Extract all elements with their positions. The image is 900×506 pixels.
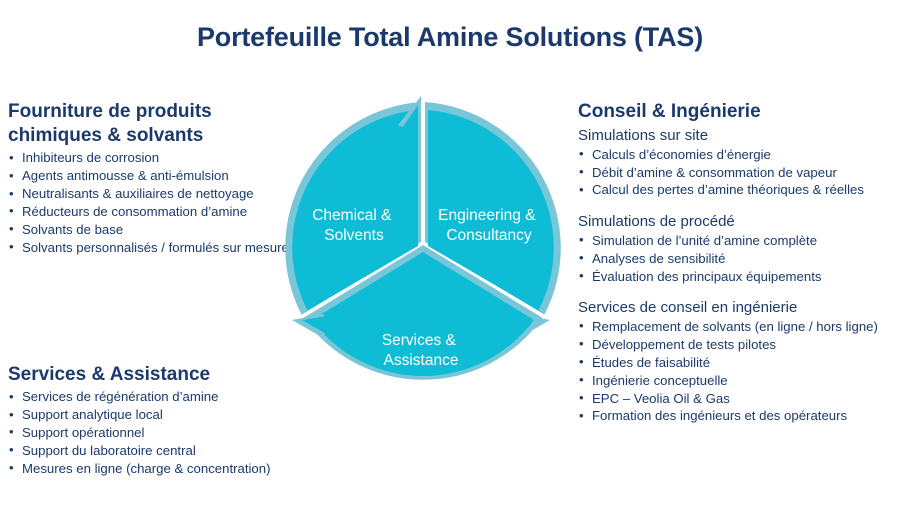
segment-label-line1: Chemical &	[312, 207, 392, 224]
left-column-services: Services & Assistance Services de régéné…	[8, 363, 338, 479]
segment-services-assistance[interactable]: Services & Assistance	[292, 245, 543, 380]
segment-label-line1: Engineering &	[438, 207, 536, 224]
right-column-consulting: Conseil & Ingénierie Simulations sur sit…	[578, 100, 896, 426]
list-item: Débit d’amine & consommation de vapeur	[578, 164, 896, 182]
group-simulations-procede: Simulations de procédé Simulation de l’u…	[578, 212, 896, 285]
bullet-list-services: Services de régénération d’amine Support…	[8, 389, 338, 477]
left-column-chemicals: Fourniture de produits chimiques & solva…	[8, 100, 298, 258]
list-item: Support du laboratoire central	[8, 442, 338, 460]
segment-services-assistance-fill	[312, 252, 534, 377]
list-item: Inhibiteurs de corrosion	[8, 150, 298, 167]
list-item: Remplacement de solvants (en ligne / hor…	[578, 318, 896, 336]
list-item: Réducteurs de consommation d’amine	[8, 203, 298, 221]
segment-label-line2: Consultancy	[446, 227, 532, 244]
segment-chemical-solvents-arrow-fill	[402, 105, 418, 135]
section-heading-chemicals: Fourniture de produits chimiques & solva…	[8, 101, 212, 147]
segment-engineering-consultancy-label: Engineering & Consultancy	[438, 207, 540, 244]
list-item: Solvants personnalisés / formulés sur me…	[8, 239, 298, 257]
list-item: Évaluation des principaux équipements	[578, 268, 896, 286]
segment-engineering-consultancy-fill	[428, 110, 554, 311]
list-item: Support opérationnel	[8, 424, 338, 442]
list-item: Solvants de base	[8, 221, 298, 239]
section-heading-consulting: Conseil & Ingénierie	[578, 101, 761, 122]
list-item: Développement de tests pilotes	[578, 336, 896, 354]
list-item: Calcul des pertes d’amine théoriques & r…	[578, 182, 896, 199]
segment-chemical-solvents[interactable]: Chemical & Solvents	[285, 96, 421, 315]
cycle-diagram: Chemical & Solvents Engineering & Consul…	[265, 92, 577, 404]
list-item: Simulation de l’unité d’amine complète	[578, 232, 896, 250]
subheading-services-conseil: Services de conseil en ingénierie	[578, 299, 798, 317]
page-title: Portefeuille Total Amine Solutions (TAS)	[196, 22, 703, 52]
list-item: Formation des ingénieurs et des opérateu…	[578, 408, 896, 425]
list-item: Agents antimousse & anti-émulsion	[8, 168, 298, 185]
segment-chemical-solvents-fill	[292, 110, 418, 311]
list-item: Mesures en ligne (charge & concentration…	[8, 460, 338, 478]
bullet-list-chemicals: Inhibiteurs de corrosion Agents antimous…	[8, 150, 298, 256]
list-item: Services de régénération d’amine	[8, 389, 338, 406]
cycle-diagram-svg: Chemical & Solvents Engineering & Consul…	[285, 96, 561, 380]
segment-label-line1: Services &	[382, 332, 457, 349]
bullet-list-simulations-site: Calculs d’économies d’énergie Débit d’am…	[578, 146, 896, 200]
bullet-list-simulations-procede: Simulation de l’unité d’amine complète A…	[578, 232, 896, 286]
segment-services-assistance-arrow-fill	[302, 316, 328, 335]
list-item: Ingénierie conceptuelle	[578, 372, 896, 390]
bullet-list-services-conseil: Remplacement de solvants (en ligne / hor…	[578, 318, 896, 425]
group-simulations-site: Simulations sur site Calculs d’économies…	[578, 126, 896, 199]
list-item: EPC – Veolia Oil & Gas	[578, 390, 896, 408]
segment-label-line2: Solvents	[324, 227, 384, 244]
group-services-conseil: Services de conseil en ingénierie Rempla…	[578, 298, 896, 425]
section-heading-services: Services & Assistance	[8, 364, 211, 385]
list-item: Études de faisabilité	[578, 354, 896, 372]
list-item: Support analytique local	[8, 407, 338, 424]
subheading-simulations-procede: Simulations de procédé	[578, 213, 735, 231]
list-item: Analyses de sensibilité	[578, 250, 896, 268]
list-item: Neutralisants & auxiliaires de nettoyage	[8, 186, 298, 203]
segment-label-line2: Assistance	[384, 352, 459, 369]
segment-services-assistance-label: Services & Assistance	[382, 332, 460, 369]
subheading-simulations-site: Simulations sur site	[578, 127, 709, 145]
segment-chemical-solvents-label: Chemical & Solvents	[312, 207, 396, 244]
segment-engineering-consultancy[interactable]: Engineering & Consultancy	[425, 102, 561, 339]
list-item: Calculs d’économies d’énergie	[578, 146, 896, 164]
